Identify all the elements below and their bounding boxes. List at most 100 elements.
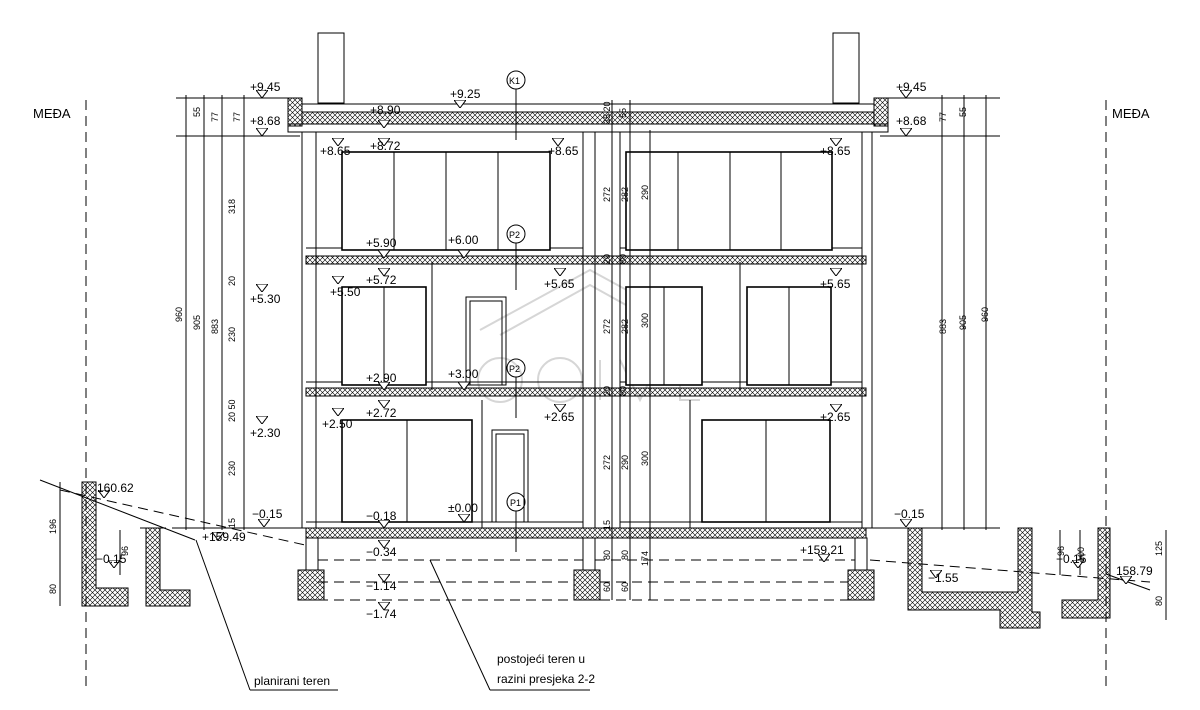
level-label: +9.45 — [250, 80, 281, 94]
level-label: −0.15 — [894, 507, 925, 521]
dim-label: 20 50 — [227, 399, 237, 422]
dim-label: 883 — [938, 319, 948, 334]
level-label: +2.65 — [544, 410, 575, 424]
level-label: +9.45 — [896, 80, 927, 94]
level-label: 158.79 — [1116, 564, 1153, 578]
level-label: +3.00 — [448, 367, 479, 381]
leader-planned-terrain — [195, 539, 251, 691]
level-label: −1.74 — [366, 607, 397, 621]
level-label: +5.90 — [366, 236, 397, 250]
level-markers: +9.45 +8.68 +9.25 +8.90 +8.72 +8.65 +8.6… — [96, 80, 1153, 621]
dim-label: 100 — [1076, 547, 1086, 562]
room-tag-p2-upper: P2 — [509, 230, 520, 240]
dim-label: 15 — [227, 518, 237, 528]
level-label: +2.90 — [366, 371, 397, 385]
dim-label: 272 — [602, 455, 612, 470]
level-label: +8.65 — [820, 144, 851, 158]
level-label: −1.14 — [366, 579, 397, 593]
level-label: +8.68 — [896, 114, 927, 128]
dim-label: 230 — [227, 327, 237, 342]
level-label: +8.65 — [548, 144, 579, 158]
level-label: −1.55 — [928, 571, 959, 585]
note-planned-terrain: planirani teren — [254, 674, 330, 688]
dim-label: 272 — [602, 187, 612, 202]
dim-label: 300 — [640, 313, 650, 328]
level-label: +6.00 — [448, 233, 479, 247]
level-label: +5.72 — [366, 273, 397, 287]
dim-label: 60 — [620, 582, 630, 592]
level-label: +5.30 — [250, 292, 281, 306]
windows — [341, 151, 833, 523]
level-label: +2.65 — [820, 410, 851, 424]
roof-slab — [287, 97, 889, 133]
dim-label: 80 — [48, 584, 58, 594]
dim-label: 96 — [120, 546, 130, 556]
doors — [465, 296, 529, 523]
dim-label: 20 — [227, 276, 237, 286]
dim-label: 905 — [192, 315, 202, 330]
level-label: +8.65 — [320, 144, 351, 158]
dimension-chains — [59, 95, 1167, 620]
level-label: +8.72 — [370, 139, 401, 153]
room-tag-p1: P1 — [510, 498, 521, 508]
terrain — [39, 479, 1151, 629]
boundary-label-right: MEĐA — [1112, 106, 1150, 121]
dim-label: 55 — [618, 108, 628, 118]
dim-label: 80 — [1154, 596, 1164, 606]
dim-label: 282 — [620, 319, 630, 334]
level-label: −0.15 — [1056, 552, 1087, 566]
level-label: +2.30 — [250, 426, 281, 440]
foundations — [297, 537, 875, 601]
dim-label: 125 — [1154, 541, 1164, 556]
dim-label: 55 — [192, 107, 202, 117]
dim-label: 883 — [210, 319, 220, 334]
level-label: +159.49 — [202, 530, 246, 544]
level-label: −0.18 — [366, 509, 397, 523]
dim-label: 290 — [620, 455, 630, 470]
dim-label: 77 — [232, 112, 242, 122]
boundary-label-left: MEĐA — [33, 106, 71, 121]
dim-label: 80 — [620, 550, 630, 560]
dim-label: 77 — [210, 112, 220, 122]
dim-label: 96 — [1056, 546, 1066, 556]
dim-label: 35 20 — [602, 101, 612, 124]
chimneys — [317, 32, 860, 104]
room-tag-k1: K1 — [509, 76, 520, 86]
dim-label: 290 — [640, 185, 650, 200]
level-label: +5.65 — [820, 277, 851, 291]
level-label: +2.72 — [366, 406, 397, 420]
dim-label: 80 — [618, 386, 628, 396]
dim-label: 230 — [227, 461, 237, 476]
level-label: −0.15 — [96, 552, 127, 566]
level-label: +9.25 — [450, 87, 481, 101]
dimension-labels: 55 77 77 318 20 230 20 50 230 15 960 905… — [48, 101, 1164, 606]
level-label: +8.68 — [250, 114, 281, 128]
dim-label: 272 — [602, 319, 612, 334]
dim-label: 282 — [620, 187, 630, 202]
dim-label: 80 — [602, 550, 612, 560]
dim-label: 905 — [958, 315, 968, 330]
dim-label: 960 — [174, 307, 184, 322]
note-existing-terrain-1: postojeći teren u — [497, 652, 585, 666]
leader-existing-terrain — [429, 559, 491, 691]
level-label: ±0.00 — [448, 501, 478, 515]
level-label: +5.50 — [330, 285, 361, 299]
level-label: +5.65 — [544, 277, 575, 291]
level-label: +159.21 — [800, 543, 844, 557]
dim-label: 300 — [640, 451, 650, 466]
dim-label: 20 — [602, 386, 612, 396]
dim-label: 960 — [980, 307, 990, 322]
dim-label: 80 — [618, 254, 628, 264]
dim-label: 196 — [48, 519, 58, 534]
dim-label: 15 — [602, 520, 612, 530]
dim-label: 55 — [958, 107, 968, 117]
dim-label: 318 — [227, 199, 237, 214]
room-tags: K1 P2 P2 P1 — [506, 70, 526, 552]
level-label: −0.34 — [366, 545, 397, 559]
note-existing-terrain-2: razini presjeka 2-2 — [497, 672, 595, 686]
level-label: +8.90 — [370, 103, 401, 117]
dim-label: 174 — [640, 551, 650, 566]
room-tag-p2-lower: P2 — [509, 364, 520, 374]
dim-label: 20 — [602, 254, 612, 264]
